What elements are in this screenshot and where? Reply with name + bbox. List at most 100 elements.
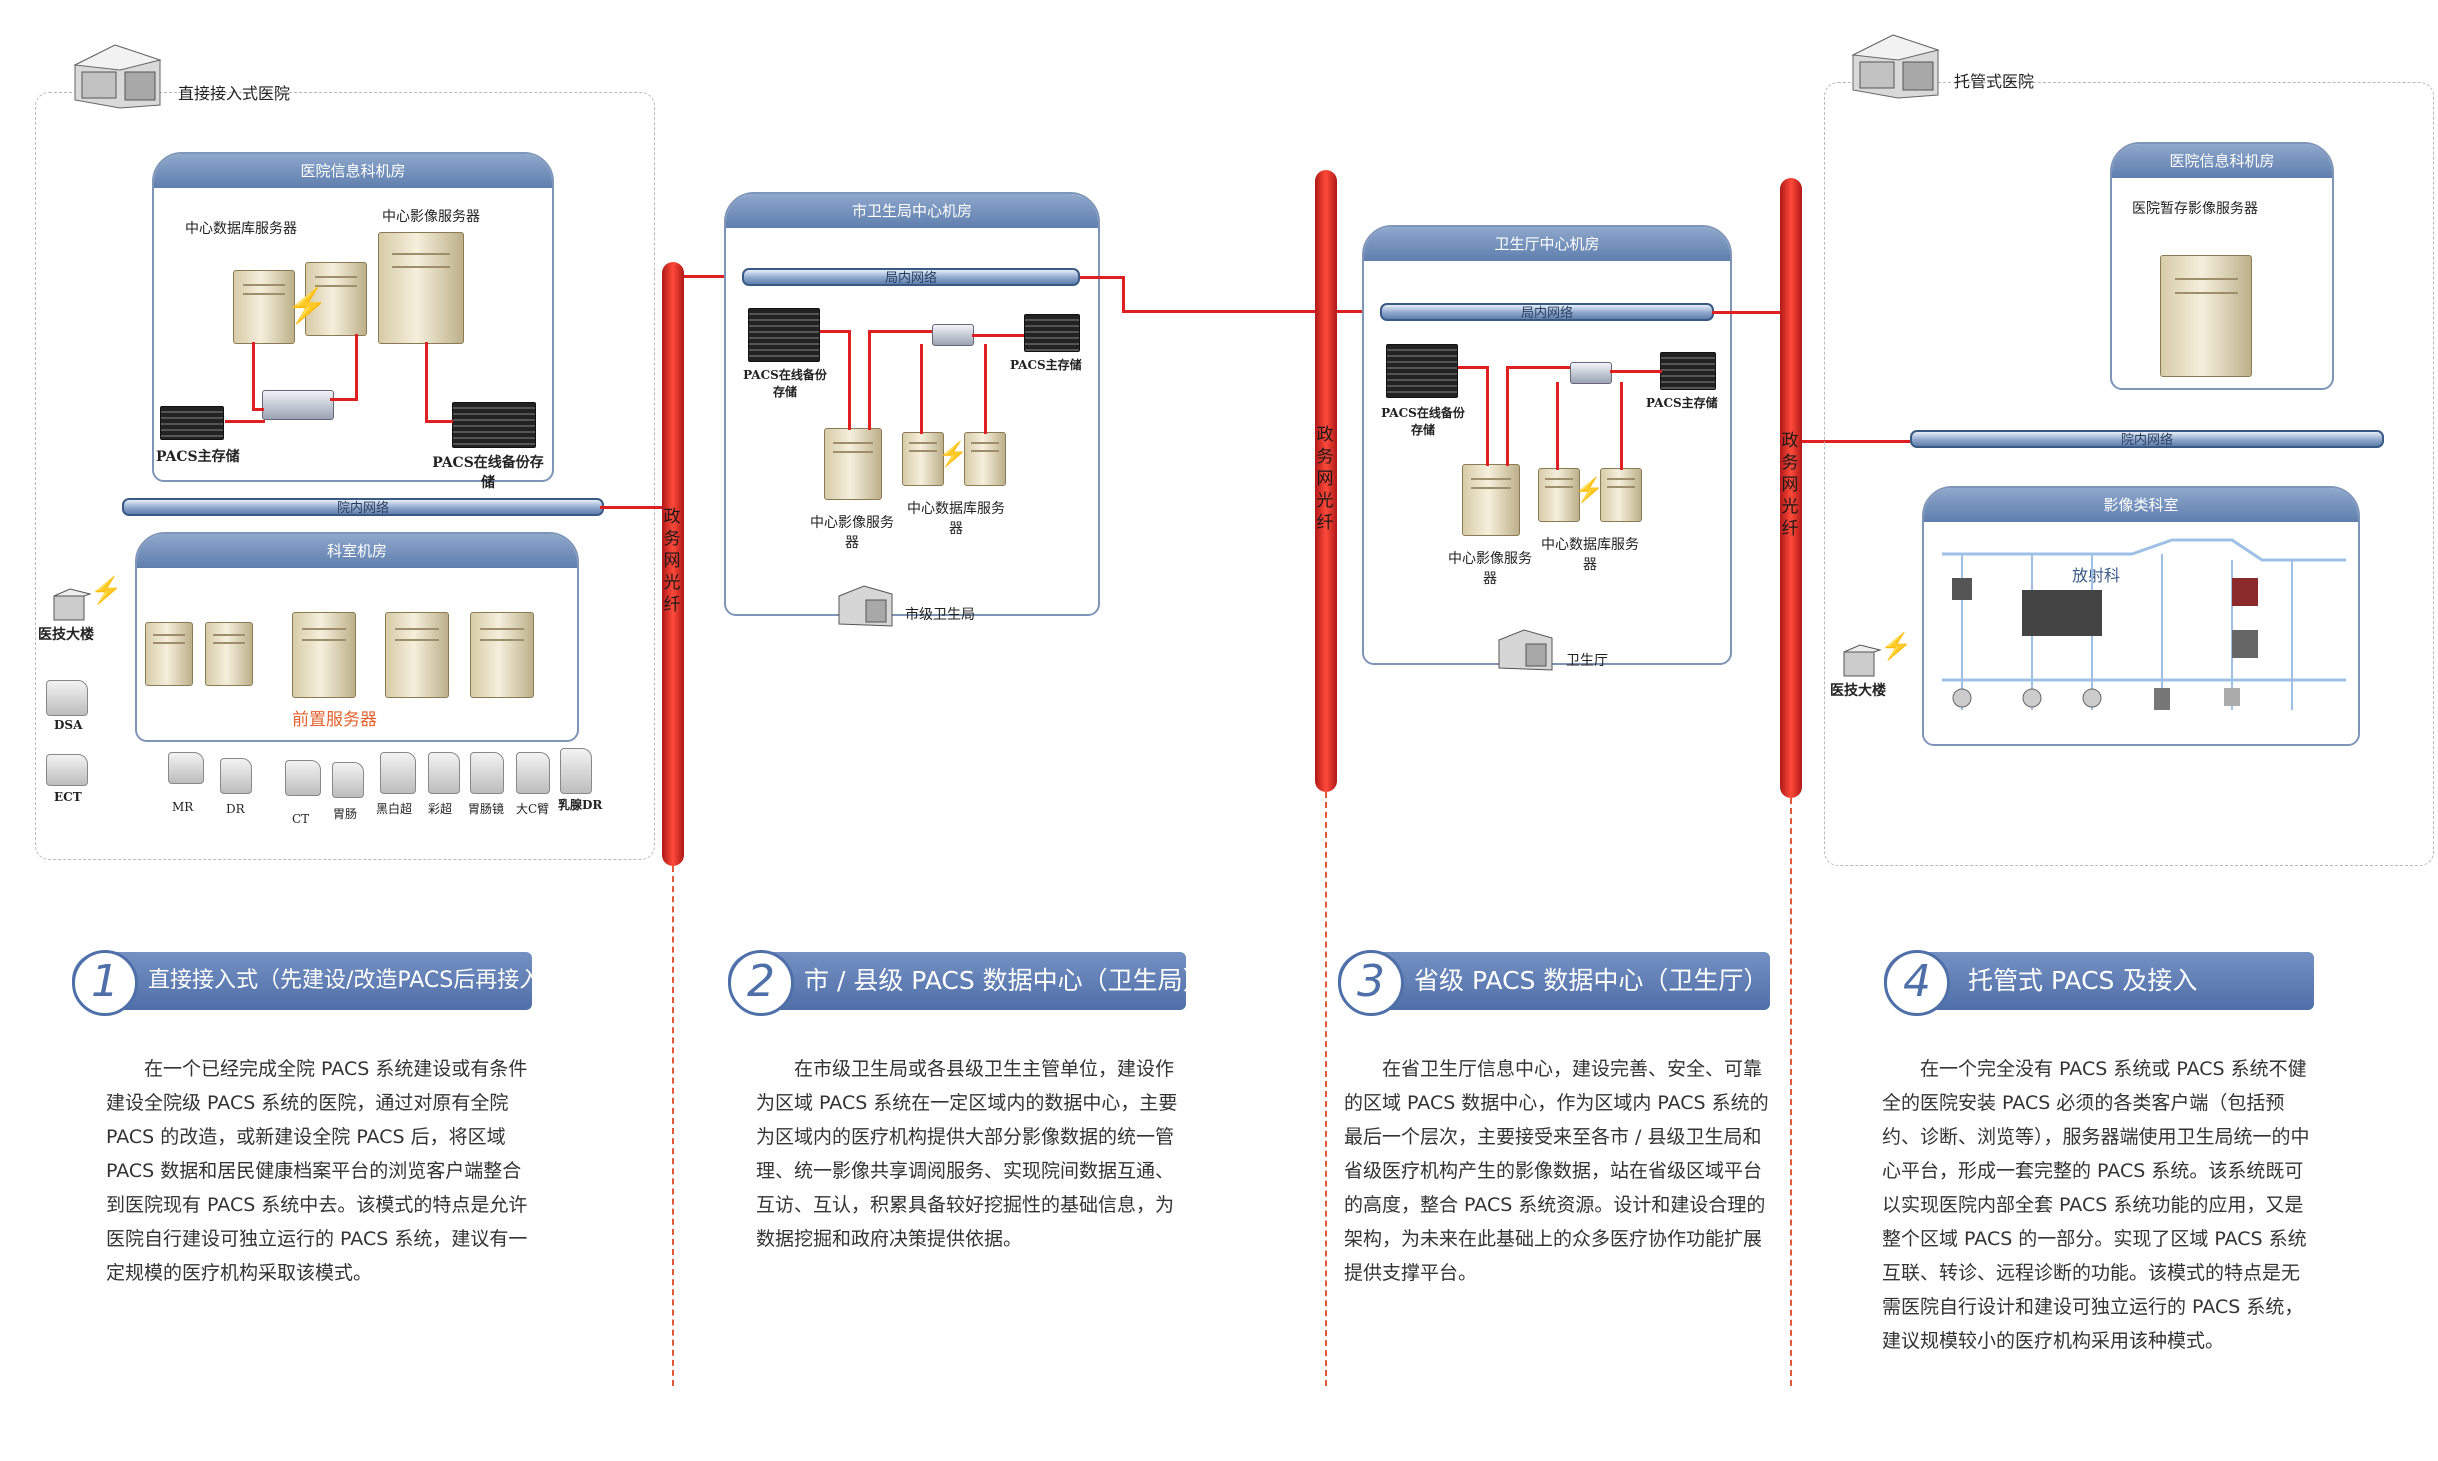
province-image-server <box>1462 464 1520 536</box>
dept-server-a <box>145 622 193 686</box>
front-server-a <box>292 612 356 698</box>
direct-switch <box>262 390 334 420</box>
direct-hospital-title: 直接接入式医院 <box>178 84 291 103</box>
red-link <box>1458 366 1488 369</box>
province-main-storage-label: PACS主存储 <box>1646 396 1718 410</box>
direct-backup-storage-label: PACS在线备份存储 <box>432 455 544 491</box>
lightning-icon: ⚡ <box>938 440 968 468</box>
fiber-link <box>600 506 672 509</box>
divider-line <box>1790 798 1792 1386</box>
mode-2-description: 在市级卫生局或各县级卫生主管单位，建设作为区域 PACS 系统在一定区域内的数据… <box>756 1052 1186 1256</box>
red-link <box>1506 366 1570 369</box>
direct-lan-label: 院内网络 <box>336 501 389 516</box>
mode-2-number: 2 <box>728 950 794 1016</box>
fiber-pole-2 <box>1315 170 1337 792</box>
province-backup-storage <box>1386 344 1458 398</box>
red-link <box>330 398 358 401</box>
city-backup-storage-label: PACS在线备份存储 <box>743 368 827 399</box>
hosted-hospital-title: 托管式医院 <box>1954 72 2035 91</box>
hosted-lan-bus: 院内网络 <box>1910 430 2384 448</box>
mode-3-title: 省级 PACS 数据中心（卫生厅） <box>1414 966 1769 995</box>
province-center-room: 卫生厅中心机房 <box>1362 225 1732 665</box>
city-image-server-label: 中心影像服务器 <box>810 515 894 551</box>
red-link <box>984 344 987 434</box>
red-link <box>920 344 923 434</box>
direct-image-server-label: 中心影像服务器 <box>382 209 480 225</box>
device-label: ECT <box>54 790 82 804</box>
city-switch <box>932 324 974 346</box>
device-label: DSA <box>54 718 83 732</box>
red-link <box>1620 382 1623 470</box>
device-label: DR <box>226 802 245 816</box>
province-backup-storage-label: PACS在线备份存储 <box>1381 406 1465 437</box>
hosted-temp-server <box>2160 255 2252 377</box>
lightning-icon: ⚡ <box>1574 476 1604 504</box>
hosted-temp-server-label: 医院暂存影像服务器 <box>2132 201 2258 217</box>
mode-1-title: 直接接入式（先建设/改造PACS后再接入） <box>148 968 564 993</box>
fiber-link <box>1080 276 1125 279</box>
hosted-it-room-title: 医院信息科机房 <box>2112 144 2332 178</box>
mode-1-number: 1 <box>72 950 138 1016</box>
divider-line <box>1325 792 1327 1386</box>
city-bureau-building-icon <box>836 584 896 628</box>
radiology-network-diagram <box>1932 530 2346 730</box>
mode-3-banner: 3 省级 PACS 数据中心（卫生厅） <box>1338 950 1770 1016</box>
device-endoscope <box>470 752 504 794</box>
fiber-link <box>1122 276 1125 312</box>
direct-db-server-b <box>305 262 367 336</box>
fiber-link <box>1122 310 1322 313</box>
province-db-server-label: 中心数据库服务器 <box>1541 537 1639 573</box>
mode-2-text: 在市级卫生局或各县级卫生主管单位，建设作为区域 PACS 系统在一定区域内的数据… <box>756 1058 1178 1250</box>
city-backup-storage <box>748 308 820 362</box>
device-gi <box>332 762 364 798</box>
hospital-building-icon <box>1848 30 1943 100</box>
direct-dept-room-title: 科室机房 <box>137 534 577 568</box>
province-main-storage <box>1660 352 1716 390</box>
dept-server-b <box>205 622 253 686</box>
mode-3-number: 3 <box>1338 950 1404 1016</box>
city-room-title: 市卫生局中心机房 <box>726 194 1098 228</box>
mode-3-text: 在省卫生厅信息中心，建设完善、安全、可靠的区域 PACS 数据中心，作为区域内 … <box>1344 1058 1769 1284</box>
red-link <box>252 408 264 411</box>
red-link <box>868 330 871 430</box>
hosted-imaging-room: 影像类科室 <box>1922 486 2360 746</box>
red-link <box>972 334 1024 337</box>
province-bureau-label: 卫生厅 <box>1566 653 1608 669</box>
device-mammo-dr <box>560 748 592 794</box>
tech-building-icon <box>1842 644 1882 678</box>
device-color-ultrasound <box>428 752 460 794</box>
province-db-server-b <box>1600 468 1642 522</box>
device-label: 乳腺DR <box>558 798 603 812</box>
mode-3-description: 在省卫生厅信息中心，建设完善、安全、可靠的区域 PACS 数据中心，作为区域内 … <box>1344 1052 1772 1290</box>
red-link <box>252 342 255 410</box>
mode-1-description: 在一个已经完成全院 PACS 系统建设或有条件建设全院级 PACS 系统的医院，… <box>106 1052 538 1290</box>
direct-db-server-label: 中心数据库服务器 <box>185 221 297 237</box>
red-link <box>425 342 428 422</box>
province-bureau-building-icon <box>1496 628 1556 672</box>
direct-hospital-zone <box>35 92 655 860</box>
device-label: 胃肠镜 <box>468 802 505 816</box>
fiber-pole-1 <box>662 262 684 866</box>
red-link <box>868 330 932 333</box>
direct-it-room-title: 医院信息科机房 <box>154 154 552 188</box>
city-main-storage-label: PACS主存储 <box>1010 358 1082 372</box>
device-label: 胃肠 <box>333 807 358 821</box>
lightning-icon: ⚡ <box>1880 632 1913 662</box>
city-db-server-a <box>902 432 944 486</box>
red-link <box>1610 370 1662 373</box>
front-server-label: 前置服务器 <box>292 710 377 730</box>
city-lan-bus: 局内网络 <box>742 268 1080 286</box>
device-dsa <box>46 680 88 716</box>
mode-1-text: 在一个已经完成全院 PACS 系统建设或有条件建设全院级 PACS 系统的医院，… <box>106 1058 528 1284</box>
lightning-icon: ⚡ <box>90 576 123 606</box>
fiber-pole-label: 政务网光纤 <box>1781 431 1799 539</box>
city-db-server-label: 中心数据库服务器 <box>907 501 1005 537</box>
city-lan-label: 局内网络 <box>884 271 937 286</box>
fiber-link <box>1337 310 1385 313</box>
city-center-room: 市卫生局中心机房 <box>724 192 1100 616</box>
city-main-storage <box>1024 314 1080 352</box>
device-dr <box>220 758 252 794</box>
fiber-pole-label: 政务网光纤 <box>663 507 681 615</box>
tech-building-label: 医技大楼 <box>38 627 94 643</box>
front-server-c <box>470 612 534 698</box>
